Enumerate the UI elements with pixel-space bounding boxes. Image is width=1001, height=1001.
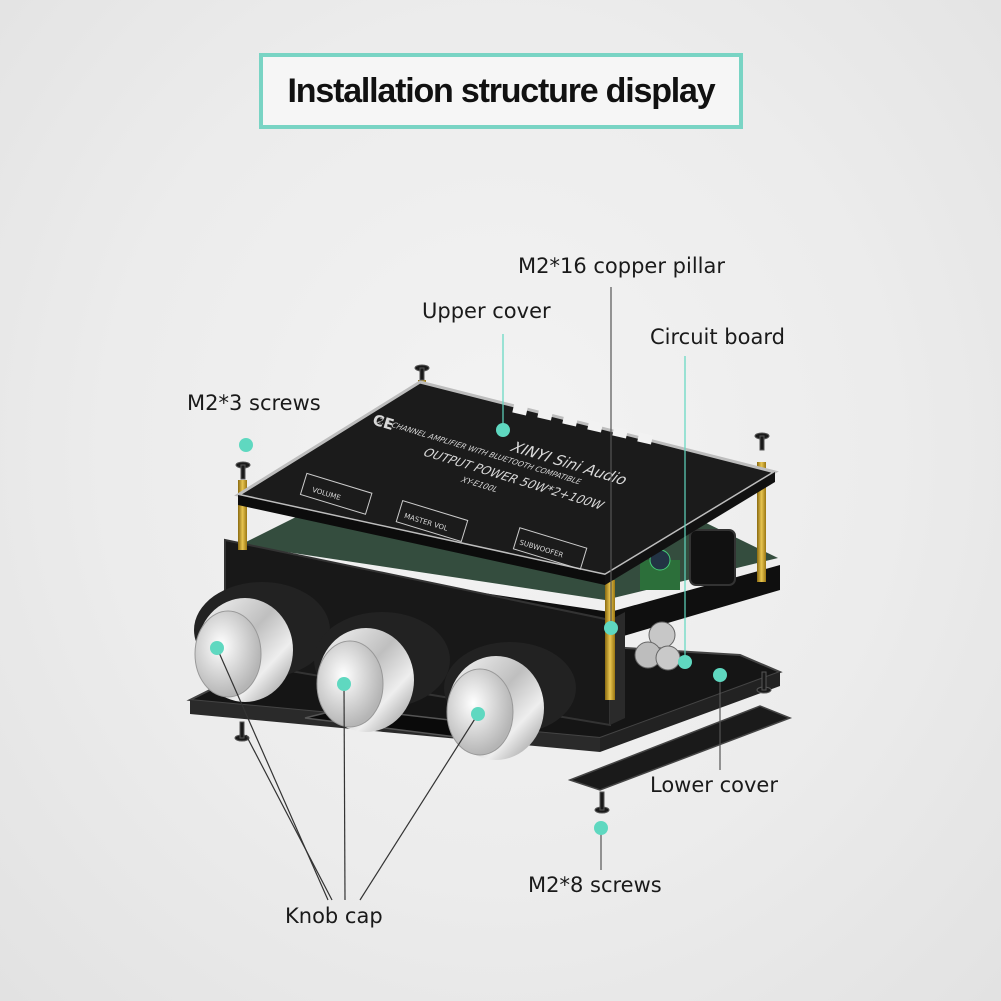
screws: [234, 364, 772, 814]
knob-center-dot: [337, 677, 351, 691]
ce-mark: CE: [371, 411, 397, 434]
label-circuit-board: Circuit board: [650, 325, 785, 349]
page-title: Installation structure display: [287, 71, 716, 110]
lower-cover-dot: [713, 668, 727, 682]
knob-right-dot: [471, 707, 485, 721]
label-lower-cover: Lower cover: [650, 773, 778, 797]
knob-left-dot: [210, 641, 224, 655]
upper-cover: XINYI Sini Audio 2.1 CHANNEL AMPLIFIER W…: [234, 380, 779, 585]
title-frame: Installation structure display: [259, 53, 743, 129]
circuit-board-dot: [678, 655, 692, 669]
leader-lines: [216, 287, 721, 901]
label-copper-pillar: M2*16 copper pillar: [518, 254, 725, 278]
m2x3-screws-dot: [239, 438, 253, 452]
callout-dots: [210, 423, 727, 835]
label-m2x3-screws: M2*3 screws: [187, 391, 321, 415]
label-knob-cap: Knob cap: [285, 904, 383, 928]
knob-left: [194, 582, 330, 702]
copper-pillar-dot: [604, 621, 618, 635]
label-m2x8-screws: M2*8 screws: [528, 873, 662, 897]
label-upper-cover: Upper cover: [422, 299, 551, 323]
upper-cover-dot: [496, 423, 510, 437]
m2x8-screws-dot: [594, 821, 608, 835]
